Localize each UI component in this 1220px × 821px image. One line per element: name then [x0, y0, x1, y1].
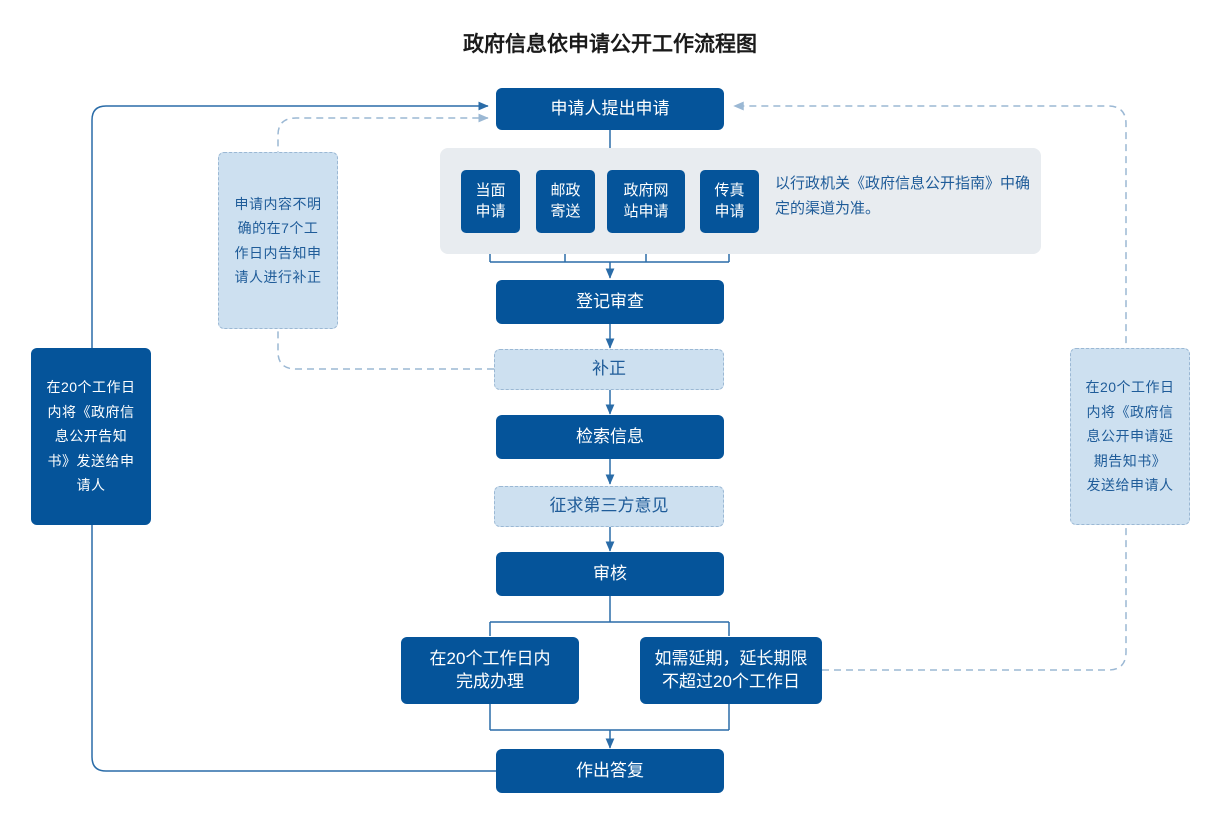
page-title: 政府信息依申请公开工作流程图 [463, 33, 757, 56]
note-disclosure-notice[interactable]: 在20个工作日内将《政府信息公开告知书》发送给申请人 [31, 348, 151, 525]
node-register-review[interactable]: 登记审查 [496, 280, 724, 324]
node-channel-website[interactable]: 政府网 站申请 [607, 170, 685, 233]
node-audit[interactable]: 审核 [496, 552, 724, 596]
node-channel-postal[interactable]: 邮政 寄送 [536, 170, 595, 233]
node-apply[interactable]: 申请人提出申请 [496, 88, 724, 130]
node-supplement[interactable]: 补正 [494, 349, 724, 390]
node-search-info[interactable]: 检索信息 [496, 415, 724, 459]
node-reply[interactable]: 作出答复 [496, 749, 724, 793]
node-complete-in-20-days[interactable]: 在20个工作日内 完成办理 [401, 637, 579, 704]
note-extension-notice[interactable]: 在20个工作日内将《政府信息公开申请延期告知书》 发送给申请人 [1070, 348, 1190, 525]
node-channel-in-person[interactable]: 当面 申请 [461, 170, 520, 233]
channel-note-text: 以行政机关《政府信息公开指南》中确定的渠道为准。 [775, 175, 1031, 217]
node-third-party-opinion[interactable]: 征求第三方意见 [494, 486, 724, 527]
node-channel-fax[interactable]: 传真 申请 [700, 170, 759, 233]
node-extension[interactable]: 如需延期，延长期限 不超过20个工作日 [640, 637, 822, 704]
note-unclear-application[interactable]: 申请内容不明确的在7个工作日内告知申请人进行补正 [218, 152, 338, 329]
